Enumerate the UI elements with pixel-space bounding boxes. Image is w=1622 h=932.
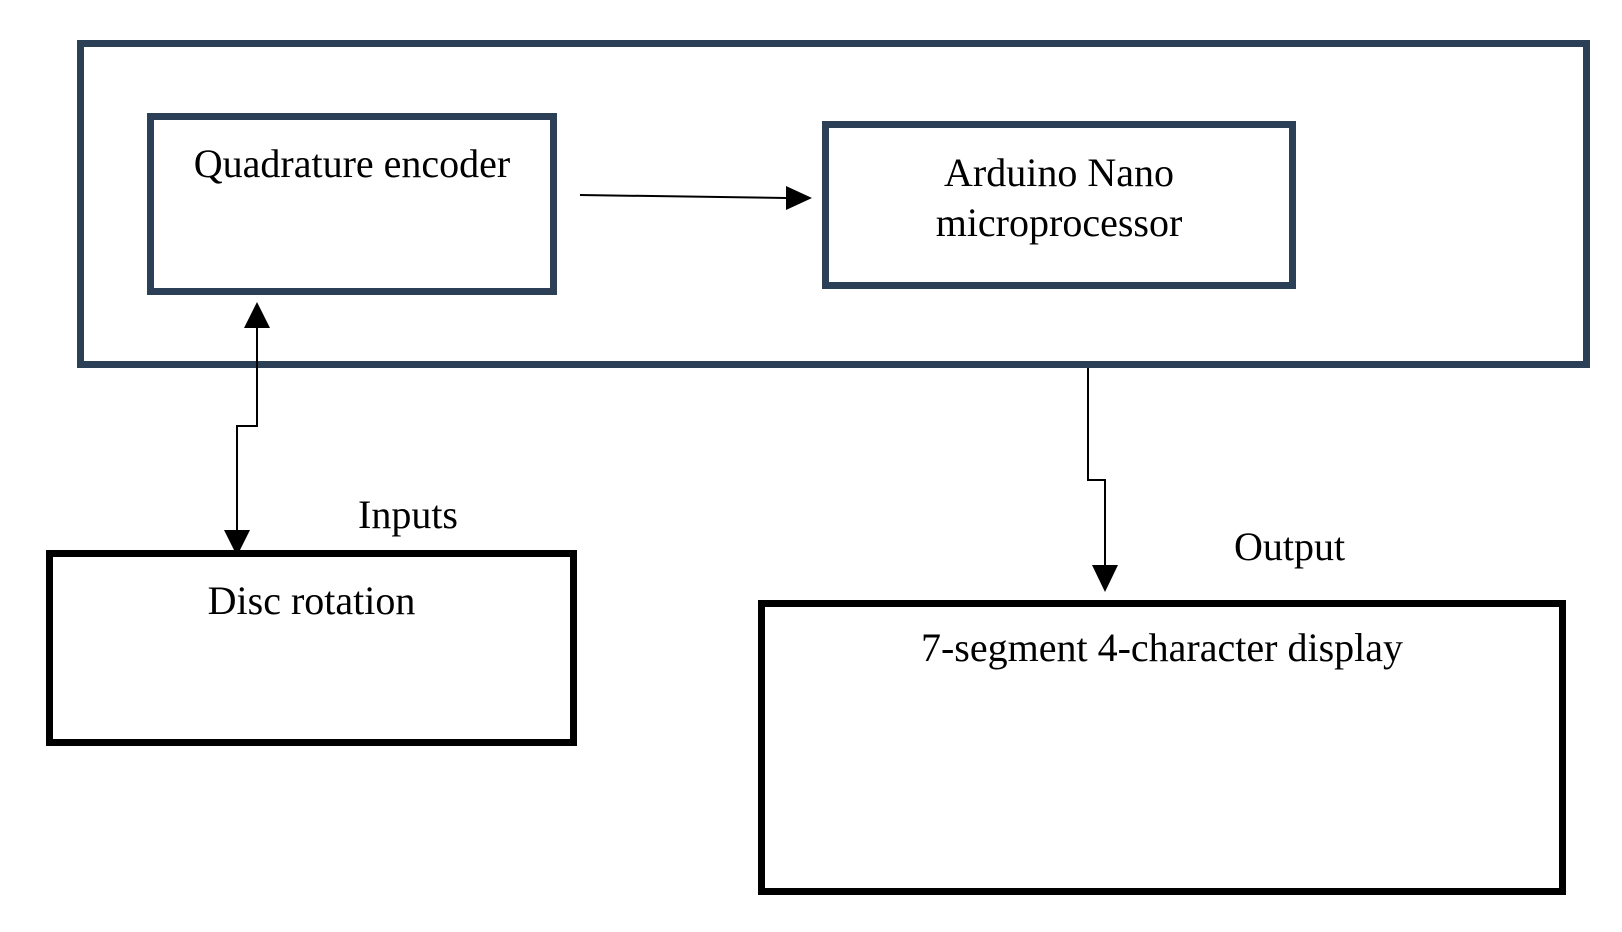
quadrature-encoder-label: Quadrature encoder (193, 141, 511, 186)
arduino-nano-label: Arduino Nano microprocessor (935, 150, 1183, 245)
output-label: Output (1234, 524, 1346, 569)
arduino-nano-box: Arduino Nano microprocessor (822, 121, 1296, 289)
arrowhead-down (1092, 565, 1118, 592)
quadrature-encoder-box: Quadrature encoder (147, 113, 557, 295)
disc-rotation-label: Disc rotation (207, 578, 416, 623)
inputs-label: Inputs (358, 492, 458, 537)
edge-system-to-display (1087, 368, 1118, 592)
disc-rotation-box: Disc rotation (46, 550, 577, 746)
display-label: 7-segment 4-character display (920, 625, 1403, 670)
display-box: 7-segment 4-character display (758, 600, 1566, 895)
